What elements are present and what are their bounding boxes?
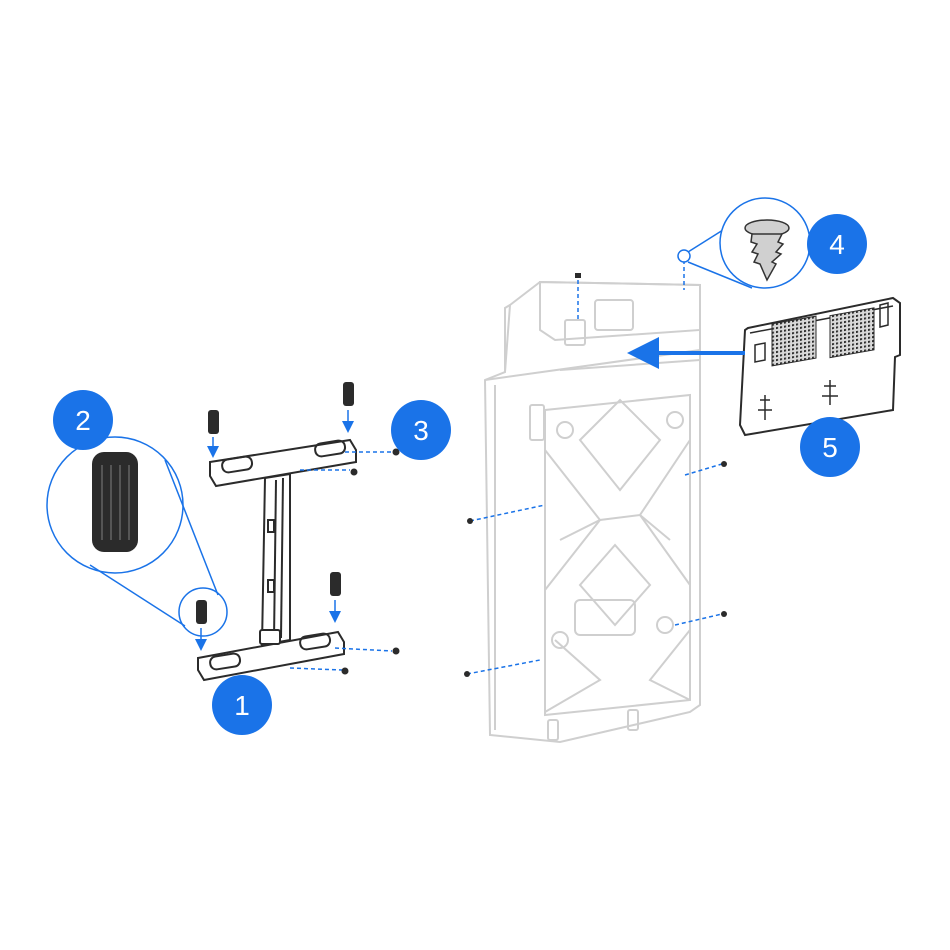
pad-icon bbox=[196, 382, 354, 624]
svg-text:3: 3 bbox=[413, 415, 429, 446]
svg-text:4: 4 bbox=[829, 229, 845, 260]
callout-badge-1: 1 bbox=[212, 675, 272, 735]
svg-text:2: 2 bbox=[75, 405, 91, 436]
vent-mesh-left bbox=[771, 315, 817, 367]
zoom-callout-4 bbox=[677, 197, 811, 289]
vent-mesh-right bbox=[829, 307, 875, 359]
rubber-pad-icon bbox=[92, 452, 138, 552]
screw-icon bbox=[464, 273, 727, 677]
pad-drop-arrows bbox=[195, 410, 354, 651]
screw-icon bbox=[341, 448, 400, 675]
callout-badge-3: 3 bbox=[391, 400, 451, 460]
cable-cover-module bbox=[738, 296, 901, 437]
wall-mount-bracket bbox=[197, 438, 357, 682]
svg-text:1: 1 bbox=[234, 690, 250, 721]
callout-badge-4: 4 bbox=[807, 214, 867, 274]
panel-screw-leaders bbox=[466, 260, 723, 675]
callout-badge-2: 2 bbox=[53, 390, 113, 450]
zoom-callout-2 bbox=[46, 436, 228, 637]
device-back-panel bbox=[483, 280, 701, 744]
bracket-screw-leaders bbox=[289, 451, 393, 671]
svg-text:5: 5 bbox=[822, 432, 838, 463]
callout-badge-5: 5 bbox=[800, 417, 860, 477]
plug-icon bbox=[744, 219, 790, 282]
